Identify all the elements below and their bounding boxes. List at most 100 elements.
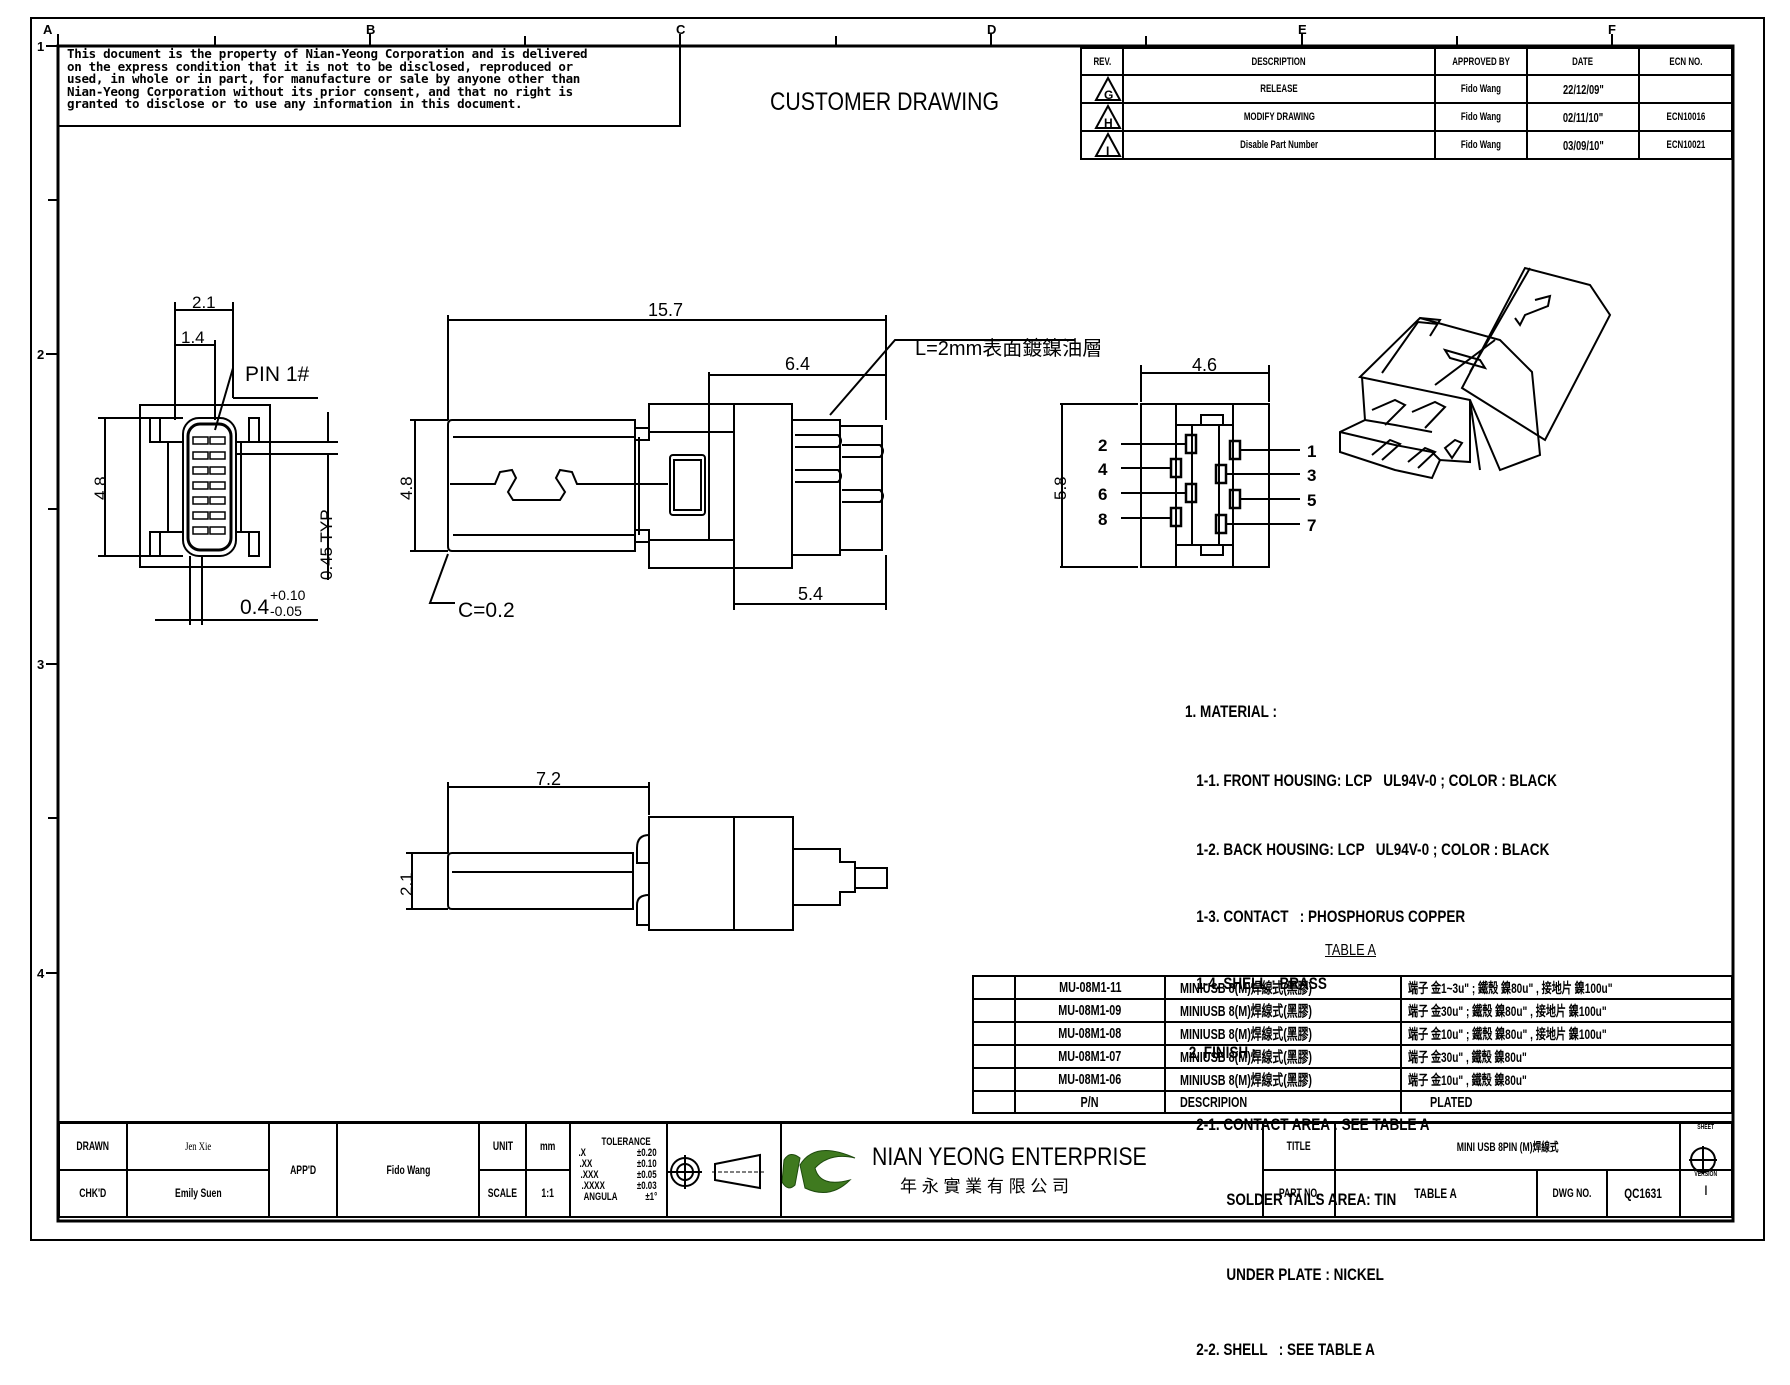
pin-label: 7 (1307, 516, 1316, 535)
unit-value: mm (525, 1121, 571, 1171)
dim-pin-tol-minus: -0.05 (270, 603, 302, 619)
dwg-no-label: DWG NO. (1536, 1168, 1608, 1218)
zone-label-col: C (676, 22, 686, 37)
table-row: MU-08M1-11 MINIUSB 8(M)焊線式(黑膠) 端子 金1~3u"… (972, 975, 1733, 1000)
rev-header: APPROVED BY (1434, 47, 1528, 76)
pin-label: 8 (1098, 510, 1107, 529)
part-no-value: TABLE A (1334, 1168, 1538, 1218)
rev-row: RELEASE Fido Wang 22/12/09" (1080, 74, 1733, 104)
dim-front-height: 4.8 (91, 476, 110, 500)
dim-pin-pitch: 0.45 TYP (317, 509, 336, 580)
dim-side-body: 5.4 (798, 584, 823, 604)
chamfer-label: C=0.2 (458, 599, 515, 622)
dim-top-length: 7.2 (536, 769, 561, 789)
rev-header: DESCRIPTION (1122, 47, 1436, 76)
dim-pin-width: 0.4 (240, 596, 270, 619)
dim-side-rear: 6.4 (785, 354, 810, 374)
pin-label: 3 (1307, 466, 1316, 485)
drawn-value: Jen Xie (126, 1121, 270, 1171)
table-row: MU-08M1-06 MINIUSB 8(M)焊線式(黑膠) 端子 金10u" … (972, 1067, 1733, 1092)
notice-line: used, in whole or in part, for manufactu… (67, 71, 581, 87)
company-name: NIAN YEONG ENTERPRISE (872, 1142, 1147, 1171)
rear-view (1060, 365, 1300, 568)
version-cell: VERSION I (1679, 1168, 1733, 1218)
rev-header: ECN NO. (1638, 47, 1733, 76)
confidentiality-notice: This document is the property of Nian-Ye… (67, 46, 673, 112)
zone-label-col: E (1298, 22, 1307, 37)
table-a-title: TABLE A (1325, 942, 1376, 959)
isometric-view (1339, 266, 1612, 480)
table-header-row: P/N DESCRIPION PLATED (972, 1090, 1733, 1114)
revision-table: REV. DESCRIPTION APPROVED BY DATE ECN NO… (1080, 47, 1733, 160)
zone-label-col: A (43, 22, 53, 37)
dwg-no-value: QC1631 (1606, 1168, 1681, 1218)
note-line: 1-3. CONTACT : PHOSPHORUS COPPER (1185, 908, 1466, 926)
notice-line: This document is the property of Nian-Ye… (67, 46, 588, 61)
rev-row: Disable Part Number Fido Wang 03/09/10" … (1080, 130, 1733, 160)
pin-label: 2 (1098, 436, 1107, 455)
zone-label-col: B (366, 22, 375, 37)
notice-box (57, 45, 681, 127)
tolerance-block: TOLERANCE .X±0.20 .XX±0.10 .XXX±0.05 .XX… (569, 1121, 668, 1218)
part-no-label: PART NO. (1262, 1168, 1336, 1218)
dim-front-width-outer: 2.1 (192, 293, 216, 312)
inner-frame (56, 44, 1735, 1223)
approved-value: Fido Wang (336, 1121, 480, 1218)
table-a: MU-08M1-11 MINIUSB 8(M)焊線式(黑膠) 端子 金1~3u"… (972, 975, 1733, 1114)
sheet-cell: SHEET (1679, 1121, 1733, 1171)
checked-label: CHK'D (58, 1168, 128, 1218)
note-line: 2-2. SHELL : SEE TABLE A (1185, 1341, 1375, 1359)
company-name-cn: 年 永 實 業 有 限 公 司 (900, 1176, 1070, 1196)
notice-line: granted to disclose or to use any inform… (67, 96, 523, 112)
zone-label-row: 4 (37, 966, 45, 981)
note-line: 1-2. BACK HOUSING: LCP UL94V-0 ; COLOR :… (1185, 841, 1550, 859)
scale-value: 1:1 (525, 1168, 571, 1218)
note-line: UNDER PLATE : NICKEL (1185, 1266, 1384, 1284)
rev-row: MODIFY DRAWING Fido Wang 02/11/10" ECN10… (1080, 102, 1733, 132)
pin-label: 1 (1307, 442, 1316, 461)
projection-cell (666, 1121, 782, 1218)
pin-label: 5 (1307, 491, 1316, 510)
dim-pin-tol-plus: +0.10 (270, 587, 306, 603)
rev-header: DATE (1526, 47, 1640, 76)
table-row: MU-08M1-09 MINIUSB 8(M)焊線式(黑膠) 端子 金30u" … (972, 998, 1733, 1023)
dim-rear-width: 4.6 (1192, 355, 1217, 375)
company-cell: NIAN YEONG ENTERPRISE 年 永 實 業 有 限 公 司 (780, 1121, 1264, 1218)
notice-line: on the express condition that it is not … (67, 58, 573, 74)
checked-value: Emily Suen (126, 1168, 270, 1218)
front-view (98, 302, 338, 625)
title-label: TITLE (1262, 1121, 1336, 1171)
table-row: MU-08M1-07 MINIUSB 8(M)焊線式(黑膠) 端子 金30u" … (972, 1044, 1733, 1069)
pin-label: 6 (1098, 485, 1107, 504)
pin1-label: PIN 1# (245, 363, 310, 386)
zone-ticks-top (57, 34, 1613, 46)
zone-label-col: F (1608, 22, 1616, 37)
plating-note: L=2mm表面鍍鎳油層 (915, 337, 1102, 360)
note-line: 1. MATERIAL : (1185, 703, 1277, 721)
zone-label-col: D (987, 22, 996, 37)
title-block: DRAWN Jen Xie APP'D Fido Wang UNIT mm TO… (58, 1121, 1733, 1218)
drawing-sheet: A B C D E F 1 2 3 4 (30, 17, 1765, 1241)
dim-side-length: 15.7 (648, 300, 683, 320)
zone-label-row: 1 (37, 39, 44, 54)
version-value: I (1704, 1181, 1708, 1198)
top-view (406, 782, 888, 931)
zone-label-row: 2 (37, 347, 44, 362)
pin-label: 4 (1098, 460, 1108, 479)
rev-header: REV. (1080, 47, 1124, 76)
dim-side-height: 4.8 (397, 476, 416, 500)
note-line: 1-1. FRONT HOUSING: LCP UL94V-0 ; COLOR … (1185, 772, 1557, 790)
table-row: MU-08M1-08 MINIUSB 8(M)焊線式(黑膠) 端子 金10u" … (972, 1021, 1733, 1046)
zone-ticks-left (46, 45, 58, 974)
outer-border (30, 17, 1765, 1241)
page-heading: CUSTOMER DRAWING (770, 88, 1000, 116)
dim-top-height: 2.1 (397, 872, 416, 896)
scale-label: SCALE (478, 1168, 527, 1218)
approved-label: APP'D (268, 1121, 338, 1218)
notice-line: Nian-Yeong Corporation without its prior… (67, 83, 573, 99)
dim-front-width-inner: 1.4 (181, 328, 205, 347)
title-value: MINI USB 8PIN (M)焊線式 (1334, 1121, 1681, 1171)
zone-label-row: 3 (37, 657, 44, 672)
unit-label: UNIT (478, 1121, 527, 1171)
side-view (410, 315, 1075, 610)
